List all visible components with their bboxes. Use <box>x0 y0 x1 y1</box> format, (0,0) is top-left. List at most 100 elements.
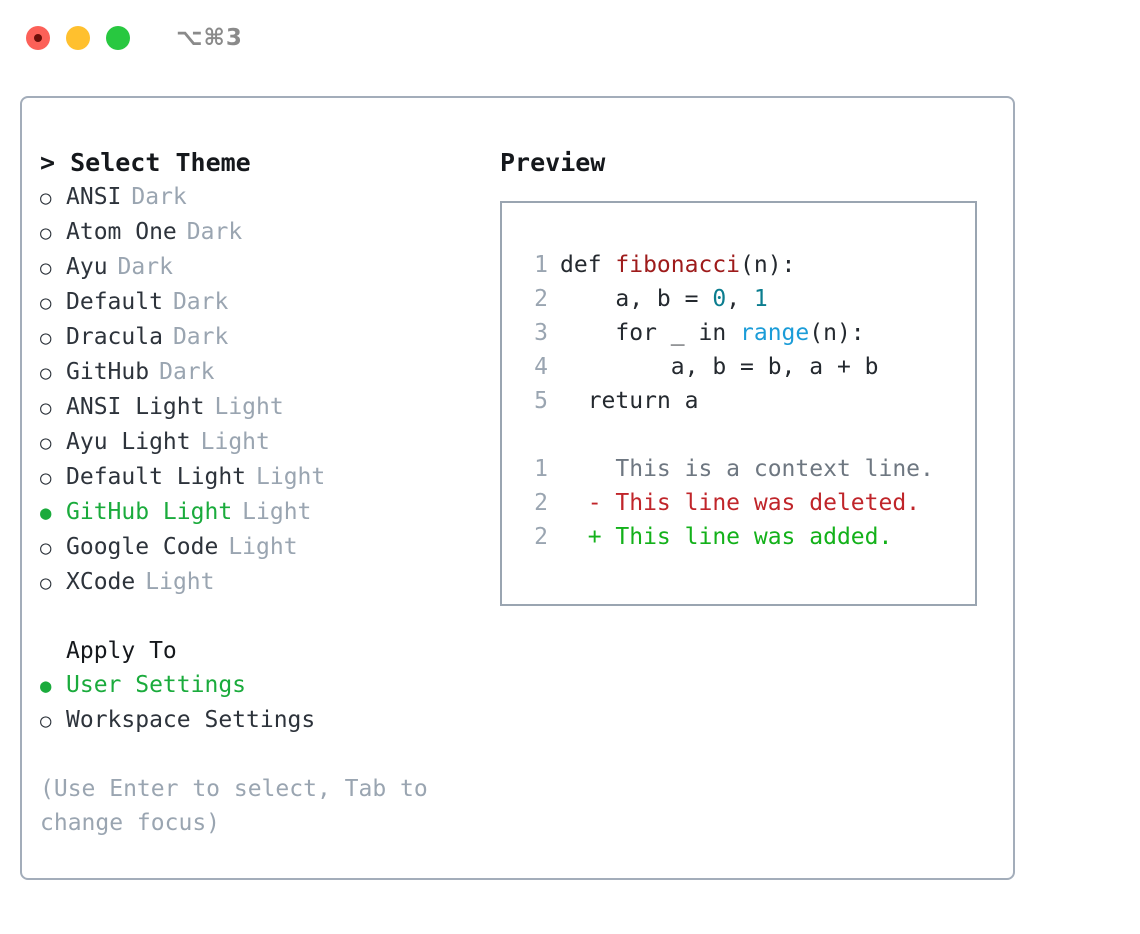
diff-line-number: 1 <box>534 456 548 482</box>
theme-option-label: GitHub Light <box>66 499 233 525</box>
code-line-content: return a <box>560 384 699 418</box>
code-token-plain: for _ in <box>615 320 741 346</box>
radio-empty-icon: ○ <box>40 362 52 384</box>
code-line-number: 2 <box>534 286 548 312</box>
theme-variant-tag: Dark <box>172 289 229 315</box>
radio-selected-icon: ● <box>40 502 52 524</box>
code-token-plain: , <box>726 286 754 312</box>
theme-option-default[interactable]: ○ Default Dark <box>40 285 500 320</box>
radio-empty-icon: ○ <box>40 432 52 454</box>
theme-variant-tag: Dark <box>117 254 173 280</box>
theme-option-label: Google Code <box>66 534 219 560</box>
code-token-num: 1 <box>753 286 768 312</box>
radio-empty-icon: ○ <box>40 292 52 314</box>
apply-to-option-user-settings[interactable]: ● User Settings <box>40 668 500 703</box>
preview-heading: Preview <box>500 148 606 177</box>
apply-to-heading: Apply To <box>66 638 177 664</box>
select-theme-heading: > Select Theme <box>40 148 251 177</box>
code-token-call: range <box>740 320 810 346</box>
diff-line-number: 2 <box>534 524 548 550</box>
code-diff-gap <box>520 418 975 452</box>
keyboard-hint-text: (Use Enter to select, Tab to change focu… <box>40 776 442 836</box>
radio-empty-icon: ○ <box>40 222 52 244</box>
radio-empty-icon: ○ <box>40 710 52 732</box>
radio-selected-icon: ● <box>40 675 52 697</box>
code-token-plain: a, b = b, a + b <box>670 354 879 380</box>
apply-to-option-workspace-settings[interactable]: ○ Workspace Settings <box>40 703 500 738</box>
code-token-plain: a, b = <box>615 286 713 312</box>
radio-empty-icon: ○ <box>40 572 52 594</box>
apply-to-section: Apply To ● User Settings ○ Workspace Settin… <box>40 634 500 738</box>
theme-option-label: Atom One <box>66 219 177 245</box>
radio-empty-icon: ○ <box>40 467 52 489</box>
maximize-window-button[interactable] <box>106 26 130 50</box>
diff-line-content: This is a context line. <box>560 456 934 482</box>
code-token-plain: (n): <box>809 320 865 346</box>
diff-line-deleted: 2 - This line was deleted. <box>520 486 975 520</box>
radio-empty-icon: ○ <box>40 187 52 209</box>
theme-option-atom-one[interactable]: ○ Atom One Dark <box>40 215 500 250</box>
code-line-number: 4 <box>534 354 548 380</box>
code-line-content: a, b = b, a + b <box>560 350 879 384</box>
code-line: 2 a, b = 0, 1 <box>520 282 975 316</box>
keyboard-shortcut-label: ⌥⌘3 <box>176 25 243 51</box>
minimize-window-button[interactable] <box>66 26 90 50</box>
window-titlebar: ⌥⌘3 <box>0 0 1140 76</box>
theme-variant-tag: Light <box>228 534 298 560</box>
code-line-content: a, b = 0, 1 <box>560 282 768 316</box>
theme-variant-tag: Dark <box>186 219 243 245</box>
code-line: 5 return a <box>520 384 975 418</box>
code-line-content: for _ in range(n): <box>560 316 865 350</box>
diff-line-content: - This line was deleted. <box>560 490 921 516</box>
diff-line-number: 2 <box>534 490 548 516</box>
code-line: 1 def fibonacci(n): <box>520 248 975 282</box>
radio-empty-icon: ○ <box>40 537 52 559</box>
apply-to-option-label: User Settings <box>66 672 247 698</box>
diff-line-added: 2 + This line was added. <box>520 520 975 554</box>
diff-line-context: 1 This is a context line. <box>520 452 975 486</box>
theme-option-ayu-light[interactable]: ○ Ayu Light Light <box>40 425 500 460</box>
theme-variant-tag: Dark <box>159 359 215 385</box>
code-token-num: 0 <box>712 286 727 312</box>
radio-empty-icon: ○ <box>40 397 52 419</box>
theme-variant-tag: Light <box>200 429 270 455</box>
code-line: 3 for _ in range(n): <box>520 316 975 350</box>
theme-variant-tag: Light <box>256 464 326 490</box>
diff-line-content: + This line was added. <box>560 524 893 550</box>
theme-option-ayu[interactable]: ○ Ayu Dark <box>40 250 500 285</box>
theme-option-xcode[interactable]: ○ XCode Light <box>40 565 500 600</box>
theme-option-github[interactable]: ○ GitHub Dark <box>40 355 500 390</box>
code-token-fn: fibonacci <box>615 252 741 278</box>
code-token-plain: return a <box>587 388 699 414</box>
theme-variant-tag: Dark <box>131 184 187 210</box>
theme-variant-tag: Dark <box>172 324 229 350</box>
code-line-number: 1 <box>534 252 548 278</box>
apply-to-list[interactable]: ● User Settings ○ Workspace Settings <box>40 668 500 738</box>
theme-variant-tag: Light <box>214 394 284 420</box>
theme-option-label: XCode <box>66 569 136 595</box>
theme-option-label: Ayu Light <box>66 429 191 455</box>
theme-option-label: Ayu <box>66 254 108 280</box>
diff-sample: 1 This is a context line.2 - This line w… <box>520 452 975 554</box>
radio-empty-icon: ○ <box>40 327 52 349</box>
theme-option-label: GitHub <box>66 359 150 385</box>
code-line-content: def fibonacci(n): <box>560 248 795 282</box>
apply-to-option-label: Workspace Settings <box>66 707 316 733</box>
close-window-button[interactable] <box>26 26 50 50</box>
theme-option-label: Default <box>66 289 163 315</box>
radio-empty-icon: ○ <box>40 257 52 279</box>
theme-option-google-code[interactable]: ○ Google Code Light <box>40 530 500 565</box>
traffic-light-group <box>26 26 130 50</box>
code-line: 4 a, b = b, a + b <box>520 350 975 384</box>
theme-variant-tag: Light <box>145 569 215 595</box>
